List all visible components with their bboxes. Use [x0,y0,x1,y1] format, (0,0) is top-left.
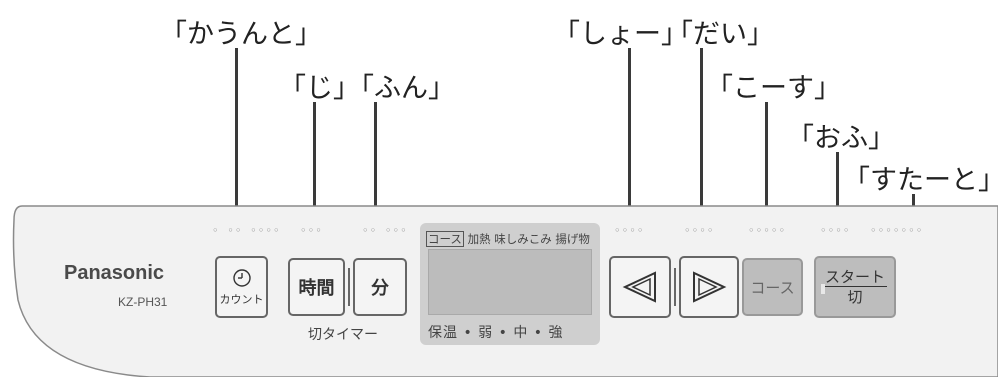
callout-ofu: 「おふ」 [787,123,895,154]
braille-dai: ◦◦◦◦ [684,224,715,237]
lcd-modes: 加熱 味しみこみ 揚げ物 [467,232,590,246]
start-indicator-lamp [821,284,825,294]
braille-shou: ◦◦◦◦ [614,224,645,237]
leader-line-ofu [836,152,839,213]
leader-line-count [235,48,238,213]
leader-line-ji [313,102,316,213]
start-off-button[interactable]: スタート 切 [814,256,896,318]
minute-button-label: 分 [371,278,389,299]
lcd-mode-row: コース 加熱 味しみこみ 揚げ物 [426,231,590,247]
off-timer-label: 切タイマー [308,327,378,343]
off-button-label: 切 [847,287,863,306]
lcd-course-tag: コース [426,231,464,247]
hour-button[interactable]: 時間 [288,258,345,316]
brand-logo: Panasonic [64,262,165,284]
left-arrow-button[interactable] [609,256,671,318]
braille-fun: ◦◦ ◦◦◦ [362,224,408,237]
braille-count: ◦ ◦◦ ◦◦◦◦ [212,224,281,237]
hour-minute-divider [348,268,350,306]
braille-ofu: ◦◦◦◦ [820,224,851,237]
start-button-label: スタート [822,267,887,287]
callout-shou: 「しょー」 [553,19,688,50]
hour-button-label: 時間 [298,278,335,299]
count-button-label: カウント [219,292,264,306]
leader-line-koosu [765,102,768,213]
lcd-screen [428,249,592,315]
right-triangle-icon [693,271,727,303]
callout-fun: 「ふん」 [347,73,455,104]
callout-sutaato: 「すたーと」 [843,165,998,196]
callout-count: 「かうんと」 [160,19,322,50]
leader-line-dai [700,48,703,213]
count-button[interactable]: カウント [215,256,268,318]
lcd-heat-levels: 保温 • 弱 • 中 • 強 [428,325,564,341]
leader-line-shou [628,48,631,213]
braille-koosu: ◦◦◦◦◦ [748,224,787,237]
braille-sutaato: ◦◦◦◦◦◦◦ [870,224,924,237]
course-button[interactable]: コース [742,258,803,316]
leader-line-sutaato [912,194,915,214]
left-triangle-icon [622,271,656,303]
callout-koosu: 「こーす」 [706,73,841,104]
minute-button[interactable]: 分 [353,258,407,316]
braille-ji: ◦◦◦ [300,224,323,237]
callout-ji: 「じ」 [279,73,360,104]
lcd-display: コース 加熱 味しみこみ 揚げ物 保温 • 弱 • 中 • 強 [420,223,600,345]
course-button-label: コース [750,278,795,297]
right-arrow-button[interactable] [679,256,739,318]
clock-icon [232,268,251,287]
arrow-divider [674,268,676,306]
model-number: KZ-PH31 [118,295,168,309]
callout-dai: 「だい」 [666,19,774,50]
leader-line-fun [374,102,377,213]
